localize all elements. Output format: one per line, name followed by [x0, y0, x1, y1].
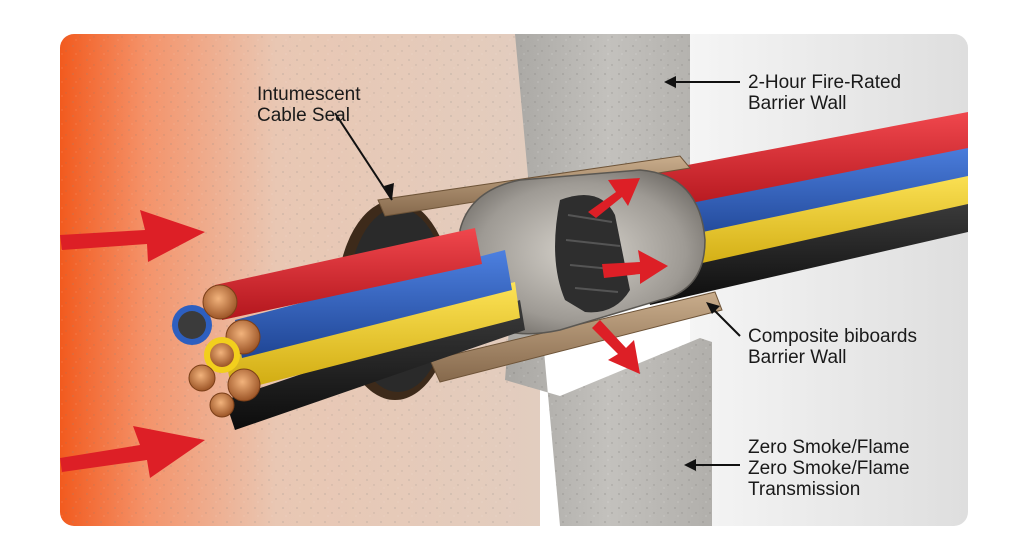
leader-boards	[711, 307, 741, 337]
label-zero-smoke-flame: Zero Smoke/Flame Zero Smoke/Flame Transm…	[748, 437, 910, 500]
leader-seal	[334, 112, 393, 201]
cable-black-right	[640, 200, 968, 305]
smoke-arrow-down	[592, 320, 640, 374]
label-intumescent-cable-seal: Intumescent Cable Seal	[257, 84, 361, 126]
smoke-arrow-right	[602, 250, 668, 284]
label-composite-biboards: Composite biboards Barrier Wall	[748, 326, 917, 368]
cable-red-right	[640, 112, 968, 212]
copper-conductor-ends	[172, 284, 261, 418]
cable-blue-left	[235, 250, 512, 358]
heat-arrow-lower	[60, 426, 205, 478]
cable-blue-right	[640, 142, 968, 244]
smoke-arrow-up	[588, 178, 640, 218]
cable-yellow-left	[225, 282, 520, 392]
charred-core	[555, 195, 630, 313]
cable-red-left	[215, 228, 482, 320]
cable-yellow-right	[640, 170, 968, 275]
label-fire-rated-barrier-wall: 2-Hour Fire-Rated Barrier Wall	[748, 72, 902, 114]
composite-board-bottom	[429, 291, 723, 383]
heat-arrow-upper	[60, 210, 205, 262]
